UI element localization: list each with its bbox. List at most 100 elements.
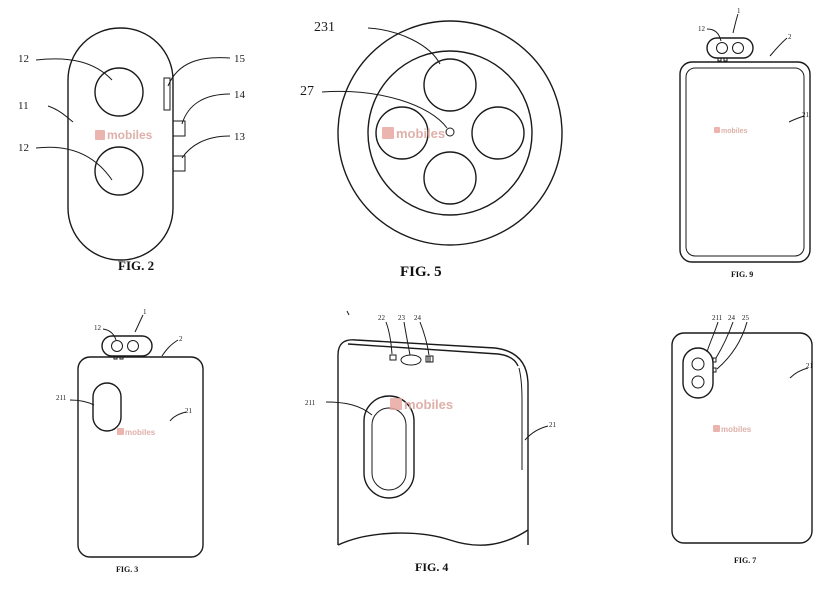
ref-label-12-upper: 12	[18, 53, 29, 65]
camera-module-housing	[67, 27, 174, 261]
leader-27	[321, 90, 448, 129]
ref-label-fig7-24: 24	[728, 314, 736, 322]
rear-lens-upper	[691, 357, 705, 371]
lens-lower	[94, 146, 144, 196]
ref-label-fig9-1: 1	[737, 7, 741, 15]
watermark-logo-icon	[95, 130, 105, 140]
ref-label-fig9-2: 2	[788, 33, 792, 41]
leader-231	[367, 27, 441, 65]
lens-right	[471, 106, 525, 160]
figure-5: 231 27 FIG. 5	[300, 20, 563, 280]
caption-fig-2: FIG. 2	[118, 258, 154, 273]
popup-lens-right	[732, 42, 744, 54]
watermark-logo-icon	[117, 428, 124, 435]
watermark-fig4: mobiles	[390, 397, 453, 412]
ref-label-fig9-12: 12	[698, 25, 706, 33]
rear-lens-lower	[691, 375, 705, 389]
ref-label-15: 15	[234, 53, 246, 65]
watermark-logo-icon	[714, 127, 720, 133]
ref-label-27: 27	[300, 84, 314, 99]
rear-camera-recess-inner	[371, 407, 407, 491]
popup-lens-left	[716, 42, 728, 54]
leader-fig3-12	[102, 328, 117, 341]
caption-fig-7: FIG. 7	[734, 556, 756, 565]
ref-label-11: 11	[18, 100, 29, 112]
lens-left	[375, 106, 429, 160]
phone-top-edge	[347, 343, 519, 367]
leader-11	[47, 105, 74, 123]
leader-15	[167, 57, 231, 87]
leader-fig4-23	[403, 321, 411, 356]
caption-fig-9: FIG. 9	[731, 270, 753, 279]
popup-lens-right	[127, 340, 139, 352]
popup-pin-2	[119, 355, 124, 360]
popup-pin-1	[717, 57, 722, 62]
ref-label-fig3-21: 21	[185, 407, 193, 415]
caption-fig-5: FIG. 5	[400, 264, 442, 280]
element-24	[712, 357, 717, 363]
component-14	[172, 120, 186, 137]
figure-4: 22 23 24 211 21 FIG. 4	[305, 310, 557, 574]
watermark-fig2: mobiles	[95, 128, 153, 142]
leader-fig3-2	[161, 339, 179, 357]
watermark-logo-icon	[713, 425, 720, 432]
ref-label-fig3-211: 211	[56, 394, 67, 402]
watermark-text: mobiles	[721, 128, 748, 135]
cutaway-edge	[337, 529, 529, 546]
leader-12-lower	[35, 146, 113, 181]
leader-fig3-1	[134, 314, 144, 333]
watermark-text: mobiles	[396, 126, 445, 141]
lens-top	[423, 58, 477, 112]
ref-label-fig9-21: 21	[802, 111, 810, 119]
watermark-text: mobiles	[404, 397, 453, 412]
inner-ring	[367, 50, 533, 216]
watermark-fig7: mobiles	[713, 425, 752, 434]
center-element-27	[445, 127, 455, 137]
popup-lens-left	[111, 340, 123, 352]
leader-14	[181, 93, 231, 125]
leader-fig9-1	[732, 13, 739, 34]
watermark-logo-icon	[390, 398, 402, 410]
figure-2: 12 11 12 15 14 13 FIG. 2	[18, 27, 246, 273]
ref-label-fig4-21: 21	[549, 421, 557, 429]
figure-7: 211 24 25 21 FIG. 7	[671, 314, 814, 565]
leader-fig4-211	[325, 401, 373, 416]
phone-screen	[685, 67, 805, 257]
element-22	[389, 354, 397, 361]
component-13	[172, 155, 186, 172]
tick-mark	[346, 310, 350, 316]
leader-fig3-211	[69, 399, 95, 406]
figure-3: 12 1 2 211 21 FIG. 3	[56, 308, 204, 574]
leader-fig4-22	[385, 321, 393, 355]
phone-body	[679, 61, 811, 263]
popup-camera	[101, 335, 153, 357]
leader-fig7-25	[716, 321, 748, 370]
ref-label-fig7-25: 25	[742, 314, 750, 322]
lens-23	[400, 354, 422, 366]
lens-bottom	[423, 151, 477, 205]
ref-label-13: 13	[234, 131, 246, 143]
element-25	[712, 367, 717, 373]
leader-fig7-24	[715, 321, 734, 359]
ref-label-fig4-22: 22	[378, 314, 386, 322]
ref-label-231: 231	[314, 20, 335, 35]
phone-back-body	[671, 332, 813, 544]
leader-fig7-211	[706, 321, 719, 353]
leader-fig9-12	[706, 28, 722, 42]
lens-upper	[94, 67, 144, 117]
watermark-fig9: mobiles	[714, 127, 748, 135]
leader-13	[181, 135, 231, 159]
watermark-logo-icon	[382, 127, 394, 139]
watermark-text: mobiles	[125, 428, 156, 437]
figure-9: 12 1 2 21 FIG. 9	[679, 7, 811, 279]
outer-ring	[337, 20, 563, 246]
leader-fig7-21	[789, 367, 809, 379]
leader-fig4-21	[524, 425, 549, 441]
ref-label-14: 14	[234, 89, 246, 101]
rear-camera-module-211	[682, 347, 714, 399]
leader-fig9-21	[788, 115, 805, 123]
ref-label-fig3-12: 12	[94, 324, 102, 332]
phone-perspective-outline	[337, 339, 529, 545]
watermark-text: mobiles	[107, 128, 153, 142]
